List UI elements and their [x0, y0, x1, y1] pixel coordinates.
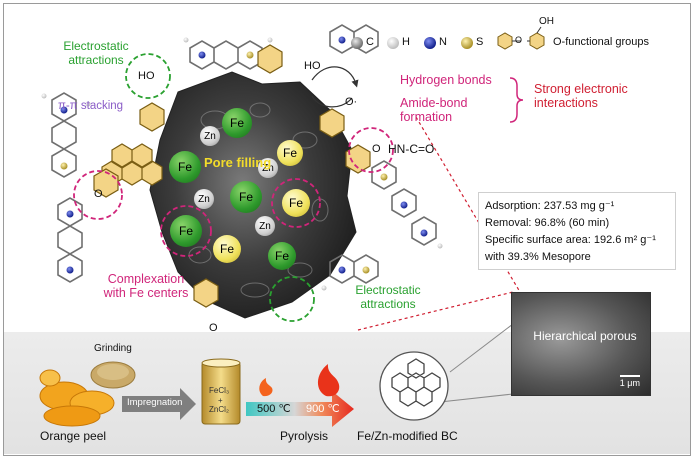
legend-swatches [351, 26, 545, 50]
label-orange-peel: Orange peel [40, 429, 107, 443]
property-mesopore: with 39.3% Mesopore [485, 251, 591, 263]
label-ho-left: HO [138, 70, 155, 82]
label-complexation: Complexation with Fe centers [103, 272, 189, 301]
legend-label-n: N [439, 36, 447, 48]
legend-label-h: H [402, 36, 410, 48]
label-temp-500: 500 ℃ [257, 403, 291, 415]
surface-hexagons [93, 44, 371, 308]
label-pi-stacking: π-π stacking [58, 100, 124, 112]
label-o-radical: O· [345, 96, 358, 108]
sem-caption: Hierarchical porous [533, 329, 637, 343]
zn-particle: Zn [258, 158, 278, 178]
scale-bar-label: 1 μm [619, 378, 640, 388]
label-zncl2: ZnCl₂ [209, 405, 229, 414]
fe-particle: Fe [230, 181, 262, 213]
label-amide-formula: HN-C=O [388, 142, 435, 156]
label-impregnation: Impregnation [127, 397, 183, 408]
zoom-line-1 [449, 323, 514, 373]
powder-image [90, 361, 136, 389]
label-ho-top: HO [304, 60, 321, 72]
exchange-arrow [311, 66, 359, 88]
product-structure [379, 351, 449, 421]
pyrolysis-arrow [246, 391, 354, 427]
sem-image: Hierarchical porous 1 μm [511, 292, 651, 396]
legend-label-c: C [366, 36, 374, 48]
property-adsorption: Adsorption: 237.53 mg g⁻¹ [485, 200, 615, 212]
property-removal: Removal: 96.8% (60 min) [485, 217, 610, 229]
fe-particle: Fe [213, 235, 241, 263]
scale-bar [620, 375, 640, 377]
label-o-bottom: O [209, 322, 218, 334]
flame-large-icon [317, 364, 340, 397]
fe-particle: Fe [277, 140, 303, 166]
fe-particle: Fe [268, 242, 296, 270]
label-grinding: Grinding [94, 343, 132, 354]
exchange-arrow-return [311, 95, 353, 108]
label-plus: + [218, 396, 223, 405]
interaction-circles [73, 53, 394, 322]
label-electrostatic-top: Electrostatic attractions [63, 39, 129, 67]
legend-oh: OH [539, 16, 554, 27]
label-pore-filling: Pore filling [204, 155, 272, 170]
label-hydrogen-bonds: Hydrogen bonds [400, 73, 492, 87]
properties-box: Adsorption: 237.53 mg g⁻¹ Removal: 96.8%… [478, 192, 676, 270]
label-electrostatic-bottom: Electrostatic attractions [355, 283, 421, 311]
interaction-bracket [509, 77, 524, 123]
label-fecl3: FeCl₃ [209, 386, 230, 395]
legend-label-s: S [476, 36, 484, 48]
zn-particle: Zn [200, 126, 220, 146]
flame-small-icon [259, 378, 273, 397]
legend-groups-label: O-functional groups [553, 36, 649, 48]
label-pyrolysis: Pyrolysis [280, 429, 329, 443]
impregnation-arrow [122, 388, 196, 420]
leader-line-bottom [357, 291, 514, 331]
label-amide-bond: Amide-bond formation [400, 96, 468, 125]
label-strong-electronic: Strong electronic interactions [534, 82, 628, 111]
legend-bridge-o: O [515, 35, 523, 45]
label-o-left: O [94, 188, 103, 200]
zoom-line-2 [439, 393, 514, 403]
fe-particle: Fe [282, 189, 310, 217]
fe-particle: Fe [222, 108, 252, 138]
property-surface-area: Specific surface area: 192.6 m² g⁻¹ [485, 234, 656, 246]
label-product: Fe/Zn-modified BC [357, 429, 458, 443]
adsorbate-molecules [51, 24, 437, 284]
fe-particle: Fe [169, 151, 201, 183]
figure-border [3, 3, 691, 456]
beaker [201, 358, 241, 425]
zn-particle: Zn [255, 216, 275, 236]
molecule-atoms [41, 36, 443, 291]
orange-peel-image [39, 369, 115, 427]
label-temp-900: 900 ℃ [306, 403, 340, 415]
zn-particle: Zn [194, 189, 214, 209]
fe-particle: Fe [170, 215, 202, 247]
label-o-right: O [372, 143, 381, 155]
